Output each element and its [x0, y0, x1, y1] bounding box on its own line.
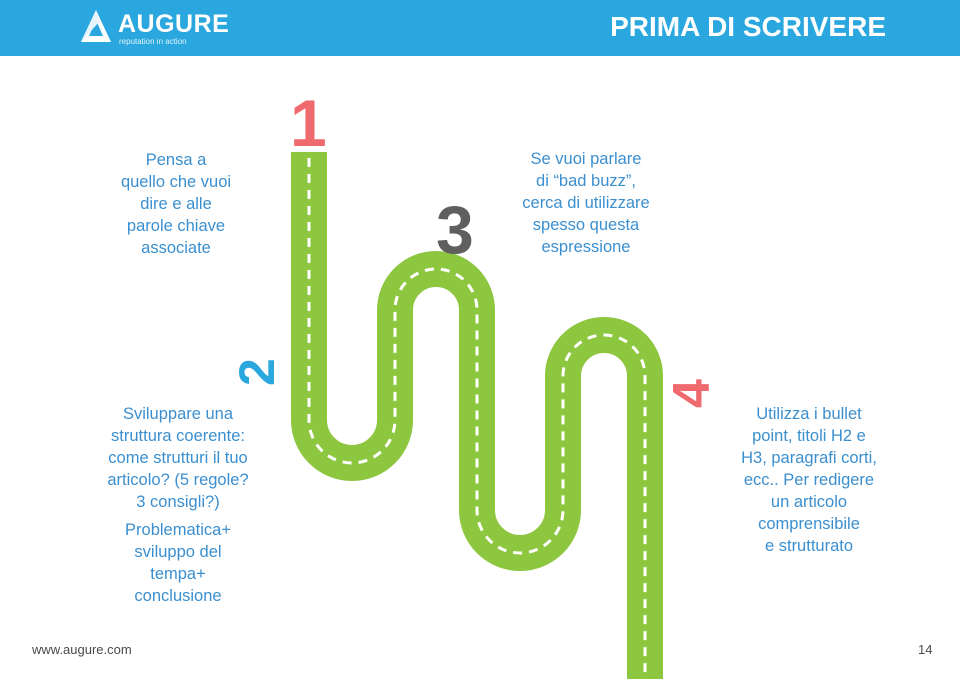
step-3-number: 3: [436, 192, 474, 268]
step-1-line: parole chiave: [126, 217, 226, 235]
step-4-line: H3, paragrafi corti,: [741, 449, 877, 467]
step-4-line: ecc.. Per redigere: [743, 471, 875, 489]
step-2-number: 2: [229, 358, 285, 386]
step-1-line: associate: [141, 239, 211, 257]
augure-logo[interactable]: AUGURE reputation in action: [78, 8, 230, 48]
step-2-line: 3 consigli?): [136, 493, 220, 511]
header-bar: AUGURE reputation in action PRIMA DI SCR…: [0, 0, 960, 56]
step-4-line: e strutturato: [764, 537, 854, 555]
page-number: 14: [918, 642, 933, 657]
step-1-line: Pensa a: [145, 151, 207, 169]
logo-triangle-icon: [81, 10, 111, 42]
step-2-extra-line: conclusione: [134, 587, 222, 605]
step-4-line: un articolo: [770, 493, 848, 511]
step-2-text: Sviluppare una struttura coerente: come …: [80, 403, 276, 607]
page-title: PRIMA DI SCRIVERE: [610, 11, 886, 42]
step-1-line: dire e alle: [140, 195, 212, 213]
step-4-number: 4: [663, 379, 721, 408]
step-4-text: Utilizza i bullet point, titoli H2 e H3,…: [716, 403, 902, 557]
step-3-text: Se vuoi parlare di “bad buzz”, cerca di …: [496, 148, 676, 258]
step-2-line: come strutturi il tuo: [108, 449, 248, 467]
step-3-line: Se vuoi parlare: [530, 150, 642, 168]
step-2-line: struttura coerente:: [111, 427, 245, 445]
step-4-line: point, titoli H2 e: [752, 427, 866, 445]
step-1-line: quello che vuoi: [120, 173, 232, 191]
step-2-line: articolo? (5 regole?: [107, 471, 249, 489]
step-2-line: Sviluppare una: [122, 405, 234, 423]
step-4-line: comprensibile: [758, 515, 860, 533]
step-2-extra-line: Problematica+: [125, 521, 231, 539]
step-4-line: Utilizza i bullet: [756, 405, 862, 423]
step-2-extra-line: tempa+: [150, 565, 206, 583]
step-3-line: di “bad buzz”,: [536, 172, 636, 190]
step-3-line: espressione: [541, 238, 631, 256]
footer-website-link[interactable]: www.augure.com: [32, 642, 132, 657]
brand-name: AUGURE: [118, 10, 230, 38]
step-3-line: spesso questa: [532, 216, 640, 234]
step-2-extra-line: sviluppo del: [134, 543, 222, 561]
road-center-line: [307, 158, 647, 679]
step-1-text: Pensa a quello che vuoi dire e alle paro…: [96, 149, 256, 259]
brand-tagline: reputation in action: [119, 37, 187, 46]
step-1-number: 1: [290, 86, 327, 160]
step-3-line: cerca di utilizzare: [522, 194, 650, 212]
